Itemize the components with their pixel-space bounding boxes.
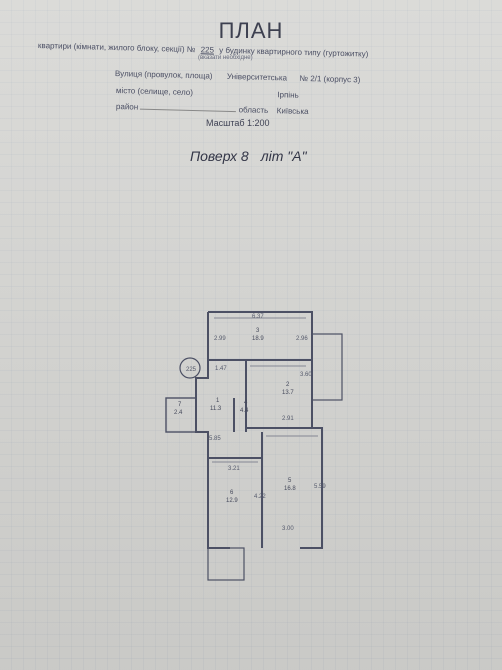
room-4-area: 4.4 (240, 408, 249, 414)
dim-room2: 3.60 (300, 372, 312, 378)
room-2-number: 2 (286, 382, 290, 388)
room-6-number: 6 (230, 490, 234, 496)
room-7-area: 2.4 (174, 410, 183, 416)
room-6-area: 12.9 (226, 498, 238, 504)
dim-room6-side: 4.22 (254, 494, 266, 500)
apartment-marker: 225 (186, 367, 197, 373)
room-5-area: 16.8 (284, 486, 296, 492)
room-4-number: 4 (244, 400, 248, 406)
room-3-area: 18.9 (252, 336, 264, 342)
subtitle-note: (вказати необхідне) (198, 55, 253, 61)
scale-label: Масштаб 1:200 (206, 118, 270, 128)
dim-left-lower: 5.85 (209, 436, 221, 442)
dim-room5-side: 5.59 (314, 484, 326, 490)
room-1-number: 1 (216, 398, 220, 404)
dim-top: 6.37 (252, 314, 264, 320)
document-title: ПЛАН (218, 18, 284, 43)
room-2-area: 13.7 (282, 390, 294, 396)
room-7-number: 7 (178, 402, 182, 408)
room-3-number: 3 (256, 328, 260, 334)
dim-mid-right: 2.91 (282, 416, 294, 422)
dim-room6-top: 3.21 (228, 466, 240, 472)
dim-hall: 1.47 (215, 366, 227, 372)
dim-left-upper: 2.99 (214, 336, 226, 342)
dim-right-upper: 2.96 (296, 336, 308, 342)
room-1-area: 11.3 (210, 406, 222, 412)
room-5-number: 5 (288, 478, 292, 484)
dim-room5-bottom: 3.00 (282, 526, 294, 532)
